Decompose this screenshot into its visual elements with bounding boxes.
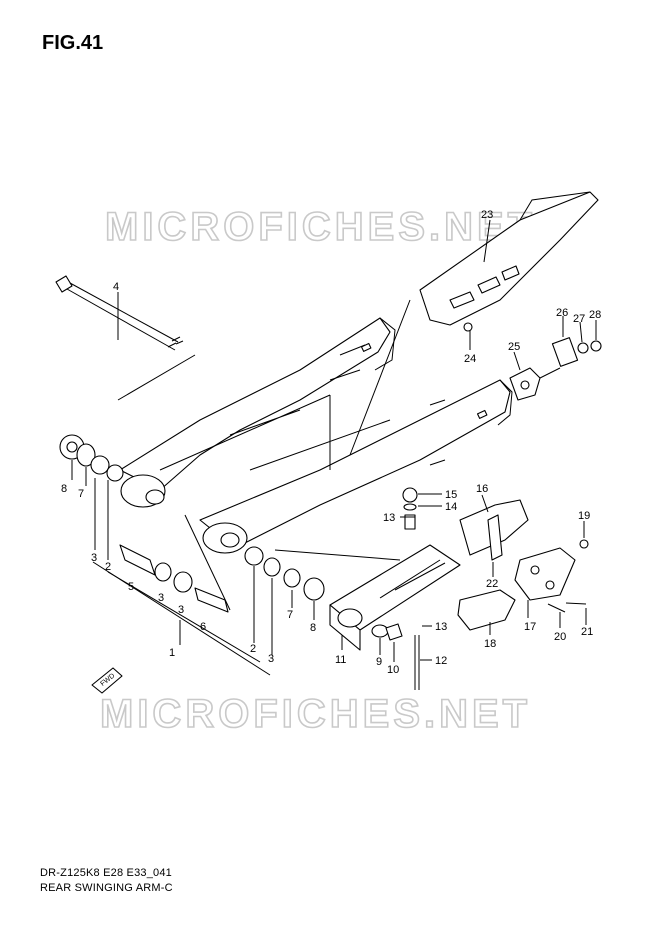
callout-3: 3: [91, 552, 97, 564]
callout-19: 19: [578, 510, 590, 522]
callout-23: 23: [481, 209, 493, 221]
forward-arrow-icon: FWD: [91, 667, 123, 694]
callout-16: 16: [476, 483, 488, 495]
callout-2: 2: [105, 561, 111, 573]
callout-22: 22: [486, 578, 498, 590]
chain-tensioner-bracket: [459, 499, 529, 561]
callout-7: 7: [287, 609, 293, 621]
swinging-arm: [119, 317, 513, 554]
pivot-bolt: [55, 275, 184, 351]
chain-guard: [419, 191, 599, 326]
small-hardware: [371, 322, 589, 690]
callout-13: 13: [383, 512, 395, 524]
callout-6: 6: [200, 621, 206, 633]
callout-7: 7: [78, 488, 84, 500]
callout-4: 4: [113, 281, 119, 293]
callout-5: 5: [128, 581, 134, 593]
figure-name: REAR SWINGING ARM-C: [40, 882, 173, 894]
callout-8: 8: [61, 483, 67, 495]
bushing-set-left: [59, 434, 325, 613]
chain-guide: [329, 544, 461, 651]
callout-3: 3: [178, 604, 184, 616]
callout-21: 21: [581, 626, 593, 638]
callout-9: 9: [376, 656, 382, 668]
callout-1: 1: [169, 647, 175, 659]
callout-18: 18: [484, 638, 496, 650]
figure-title: FIG.41: [42, 32, 104, 54]
callout-labels: 4 8 7 3 2 5 3 3 6 1 2 3 7 8 11 9 10 12 1…: [61, 209, 601, 676]
callout-26: 26: [556, 307, 568, 319]
callout-10: 10: [387, 664, 399, 676]
callout-27: 27: [573, 313, 585, 325]
watermark-top: MICROFICHES.NET: [105, 205, 536, 249]
callout-24: 24: [464, 353, 476, 365]
callout-3: 3: [268, 653, 274, 665]
callout-8: 8: [310, 622, 316, 634]
callout-13: 13: [435, 621, 447, 633]
callout-14: 14: [445, 501, 457, 513]
callout-12: 12: [435, 655, 447, 667]
callout-3: 3: [158, 592, 164, 604]
callout-20: 20: [554, 631, 566, 643]
callout-17: 17: [524, 621, 536, 633]
figure-code: DR-Z125K8 E28 E33_041: [40, 867, 173, 879]
callout-25: 25: [508, 341, 520, 353]
callout-11: 11: [335, 654, 346, 666]
leader-lines: [71, 219, 597, 676]
chain-adjuster: [509, 337, 602, 401]
callout-2: 2: [250, 643, 256, 655]
chain-slider: [457, 589, 516, 631]
callout-15: 15: [445, 489, 457, 501]
bracket-plate: [514, 547, 576, 601]
watermark-bottom: MICROFICHES.NET: [100, 692, 531, 736]
callout-28: 28: [589, 309, 601, 321]
